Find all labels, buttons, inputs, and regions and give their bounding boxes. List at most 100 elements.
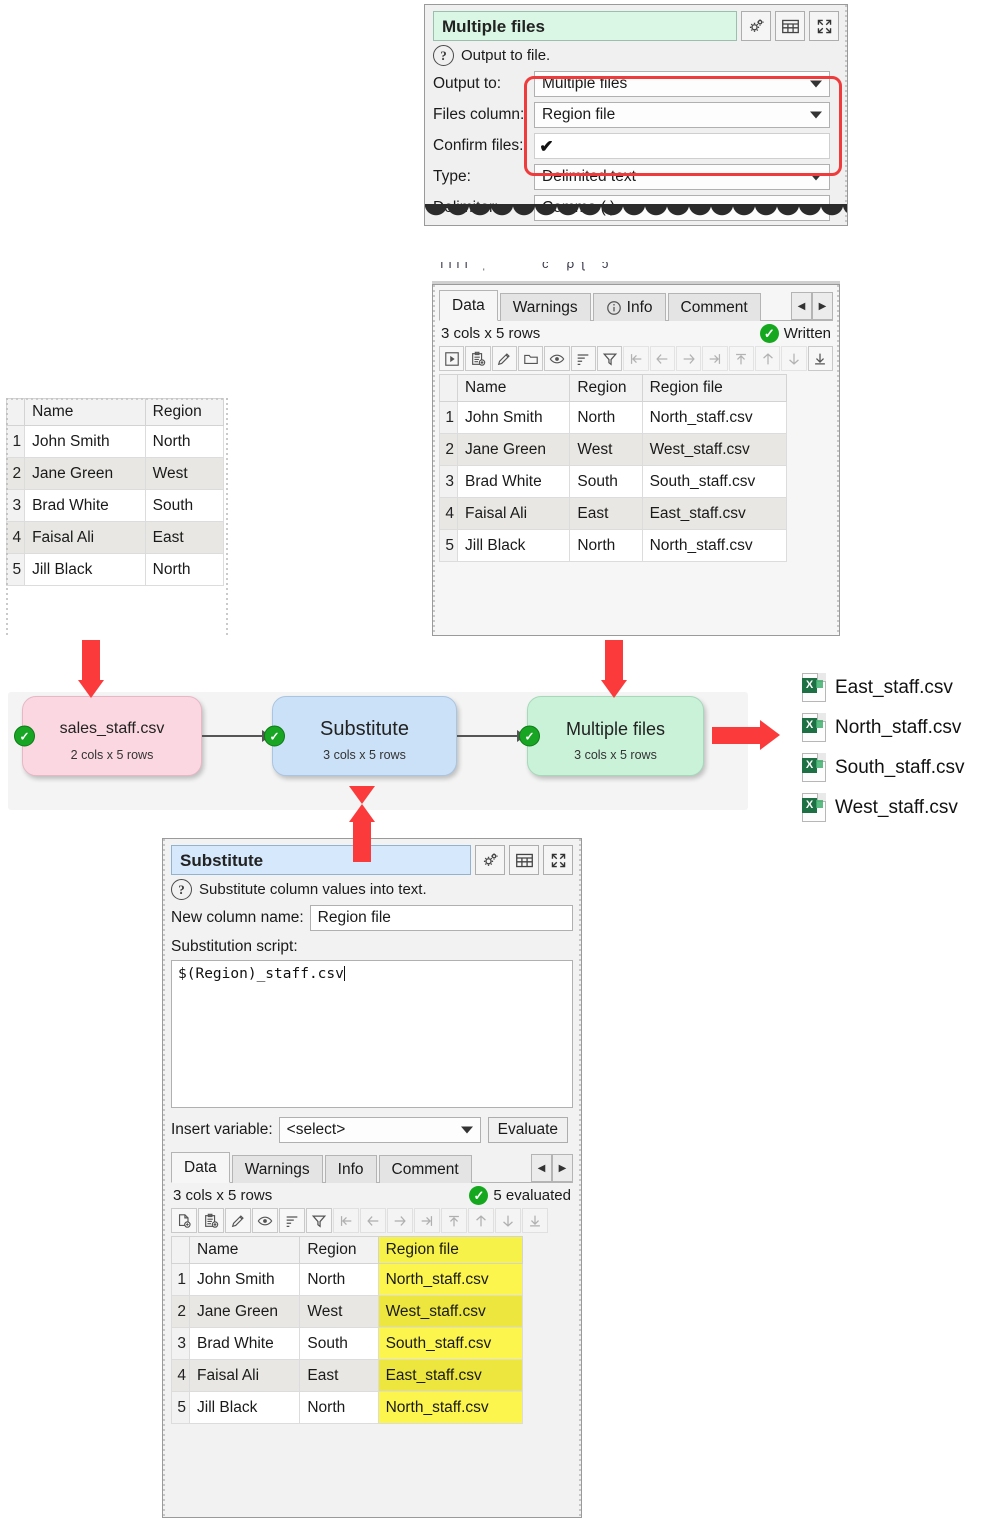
gear-icon[interactable]: [475, 845, 505, 875]
help-icon[interactable]: ?: [171, 879, 192, 900]
flow-node-substitute[interactable]: ✓ Substitute 3 cols x 5 rows: [264, 696, 457, 776]
table-cell[interactable]: Jill Black: [457, 529, 571, 562]
tab-scroll-right-icon[interactable]: ▶: [552, 1154, 573, 1182]
last-column-icon[interactable]: [702, 346, 728, 371]
table-cell[interactable]: West_staff.csv: [377, 1295, 524, 1328]
table-cell[interactable]: Jane Green: [24, 457, 146, 490]
output-panel-title[interactable]: Multiple files: [433, 11, 737, 41]
first-column-icon[interactable]: [623, 346, 649, 371]
first-row-icon[interactable]: [728, 346, 754, 371]
table-cell[interactable]: South: [144, 489, 225, 522]
insert-variable-select[interactable]: <select>: [278, 1117, 481, 1143]
run-icon[interactable]: [439, 346, 465, 371]
type-select[interactable]: Delimited text: [534, 164, 830, 190]
gear-icon[interactable]: [741, 11, 771, 41]
flow-node-multiple-files[interactable]: ✓ Multiple files 3 cols x 5 rows: [519, 696, 704, 776]
table-cell[interactable]: East_staff.csv: [641, 497, 788, 530]
tab-scroll-left-icon[interactable]: ◀: [791, 292, 812, 320]
first-column-icon[interactable]: [333, 1208, 359, 1233]
tab-warnings[interactable]: Warnings: [231, 1155, 323, 1183]
output-to-select[interactable]: Multiple files: [534, 71, 830, 97]
table-cell[interactable]: Faisal Ali: [457, 497, 571, 530]
substitute-panel-title[interactable]: Substitute: [171, 845, 471, 875]
new-file-icon[interactable]: [171, 1208, 197, 1233]
paste-clipboard-icon[interactable]: [465, 346, 491, 371]
new-column-name-input[interactable]: Region file: [309, 905, 573, 931]
table-icon[interactable]: [509, 845, 539, 875]
table-cell[interactable]: Brad White: [457, 465, 571, 498]
table-cell[interactable]: South: [569, 465, 643, 498]
tab-comment[interactable]: Comment: [667, 293, 761, 321]
table-cell[interactable]: Brad White: [24, 489, 146, 522]
filter-icon[interactable]: [596, 346, 623, 371]
edit-pencil-icon[interactable]: [491, 346, 517, 371]
next-row-icon[interactable]: [781, 346, 807, 371]
column-header[interactable]: Region file: [641, 374, 788, 402]
table-cell[interactable]: Brad White: [189, 1327, 301, 1360]
sort-icon[interactable]: [570, 346, 596, 371]
help-icon[interactable]: ?: [433, 45, 454, 66]
column-header[interactable]: Name: [457, 374, 571, 402]
table-cell[interactable]: Faisal Ali: [189, 1359, 301, 1392]
table-cell[interactable]: East: [144, 521, 225, 554]
sort-icon[interactable]: [279, 1208, 305, 1233]
table-cell[interactable]: North: [144, 553, 225, 586]
eye-icon[interactable]: [252, 1208, 278, 1233]
table-cell[interactable]: Jill Black: [189, 1391, 301, 1424]
table-cell[interactable]: Jane Green: [189, 1295, 301, 1328]
table-cell[interactable]: North: [569, 529, 643, 562]
table-cell[interactable]: South_staff.csv: [377, 1327, 524, 1360]
substitution-script-input[interactable]: $(Region)_staff.csv: [171, 960, 573, 1108]
prev-row-icon[interactable]: [468, 1208, 494, 1233]
open-folder-icon[interactable]: [517, 346, 544, 371]
prev-row-icon[interactable]: [754, 346, 781, 371]
table-cell[interactable]: North: [299, 1263, 379, 1296]
tab-data[interactable]: Data: [439, 290, 498, 321]
column-header[interactable]: Region: [299, 1236, 379, 1264]
table-cell[interactable]: John Smith: [189, 1263, 301, 1296]
table-cell[interactable]: North: [569, 401, 643, 434]
table-cell[interactable]: South: [299, 1327, 379, 1360]
table-cell[interactable]: West: [299, 1295, 379, 1328]
column-header[interactable]: Name: [24, 398, 146, 426]
table-cell[interactable]: John Smith: [24, 425, 146, 458]
table-cell[interactable]: Jill Black: [24, 553, 146, 586]
column-header[interactable]: Name: [189, 1236, 301, 1264]
table-cell[interactable]: Jane Green: [457, 433, 571, 466]
prev-column-icon[interactable]: [649, 346, 675, 371]
filter-icon[interactable]: [306, 1208, 332, 1233]
last-row-icon[interactable]: [522, 1208, 548, 1233]
table-cell[interactable]: Faisal Ali: [24, 521, 146, 554]
table-icon[interactable]: [775, 11, 805, 41]
table-cell[interactable]: North_staff.csv: [641, 401, 788, 434]
expand-icon[interactable]: [809, 11, 839, 41]
next-row-icon[interactable]: [495, 1208, 521, 1233]
table-cell[interactable]: East: [569, 497, 643, 530]
table-cell[interactable]: East: [299, 1359, 379, 1392]
tab-info[interactable]: Info: [324, 1155, 377, 1183]
table-cell[interactable]: East_staff.csv: [377, 1359, 524, 1392]
table-cell[interactable]: West: [569, 433, 643, 466]
evaluate-button[interactable]: Evaluate: [487, 1117, 568, 1143]
files-column-select[interactable]: Region file: [534, 102, 830, 128]
column-header[interactable]: Region: [144, 398, 225, 426]
